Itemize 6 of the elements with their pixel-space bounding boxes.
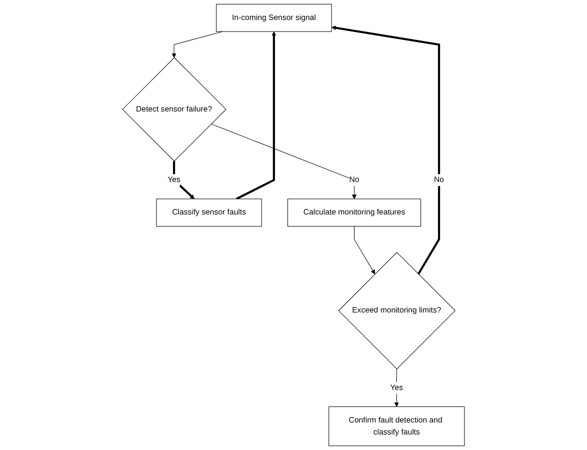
- arrow: [173, 161, 195, 200]
- arrow: [236, 31, 276, 200]
- arrow: [354, 226, 376, 274]
- arrow: [331, 26, 440, 275]
- arrow: [394, 368, 399, 407]
- arrow: [210, 124, 357, 200]
